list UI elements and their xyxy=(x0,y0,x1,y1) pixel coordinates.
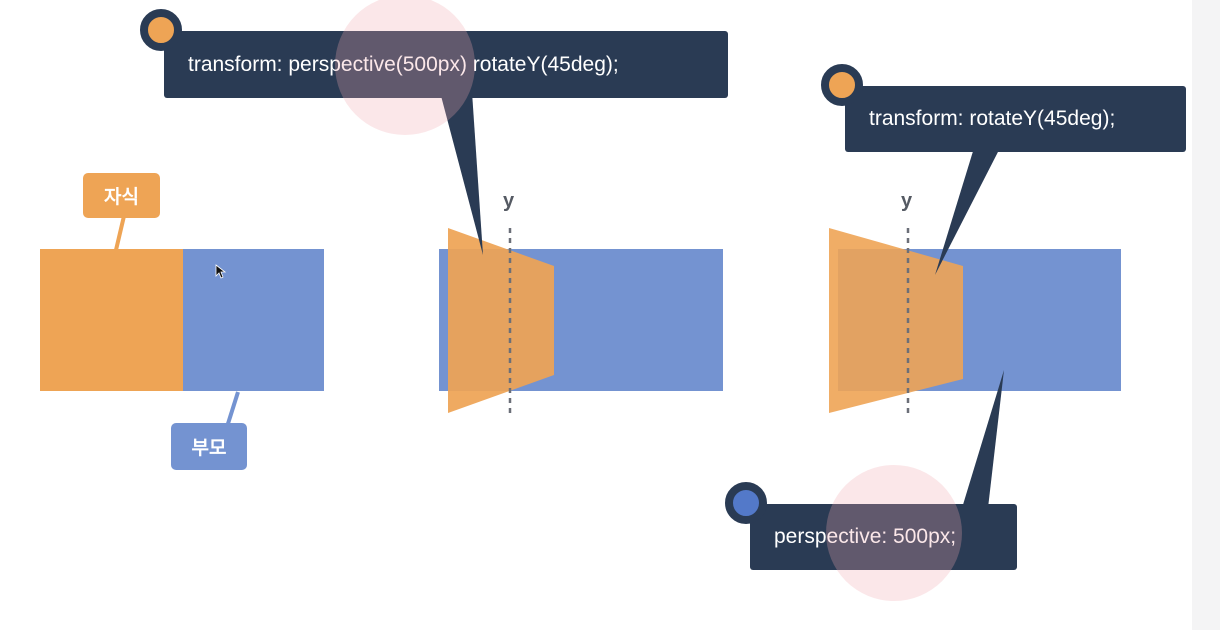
callout-rotate-only-text: transform: rotateY(45deg); xyxy=(869,107,1116,130)
right-y-axis-label: y xyxy=(901,190,913,212)
child-label-tag: 자식 xyxy=(83,173,160,218)
middle-y-axis-label: y xyxy=(503,190,515,212)
callout-perspective-function-text: transform: perspective(500px) rotateY(45… xyxy=(188,52,619,76)
callout-marker-blue xyxy=(725,482,767,524)
child-tag-connector xyxy=(114,215,126,251)
callout-rotate-only: transform: rotateY(45deg); xyxy=(845,86,1186,152)
right-rotated-child xyxy=(829,228,963,413)
callout-perspective-function: transform: perspective(500px) rotateY(45… xyxy=(164,31,728,98)
child-label: 자식 xyxy=(104,187,139,208)
highlight-circle-bottom xyxy=(826,465,962,601)
callout-perspective-property: perspective: 500px; xyxy=(750,504,1017,570)
window-edge-strip xyxy=(1192,0,1220,630)
callout-marker-orange-2 xyxy=(821,64,863,106)
parent-label: 부모 xyxy=(191,438,227,459)
callout-perspective-property-text: perspective: 500px; xyxy=(774,525,957,548)
left-child-box xyxy=(40,249,183,391)
callout-marker-orange-1 xyxy=(140,9,182,51)
middle-rotated-child xyxy=(448,228,554,413)
callout-pointer-right xyxy=(935,148,1000,275)
callout-pointer-bottom xyxy=(962,370,1004,508)
highlight-circle-top xyxy=(335,0,475,135)
callout-pointer-middle xyxy=(440,92,483,255)
parent-label-tag: 부모 xyxy=(171,423,247,470)
